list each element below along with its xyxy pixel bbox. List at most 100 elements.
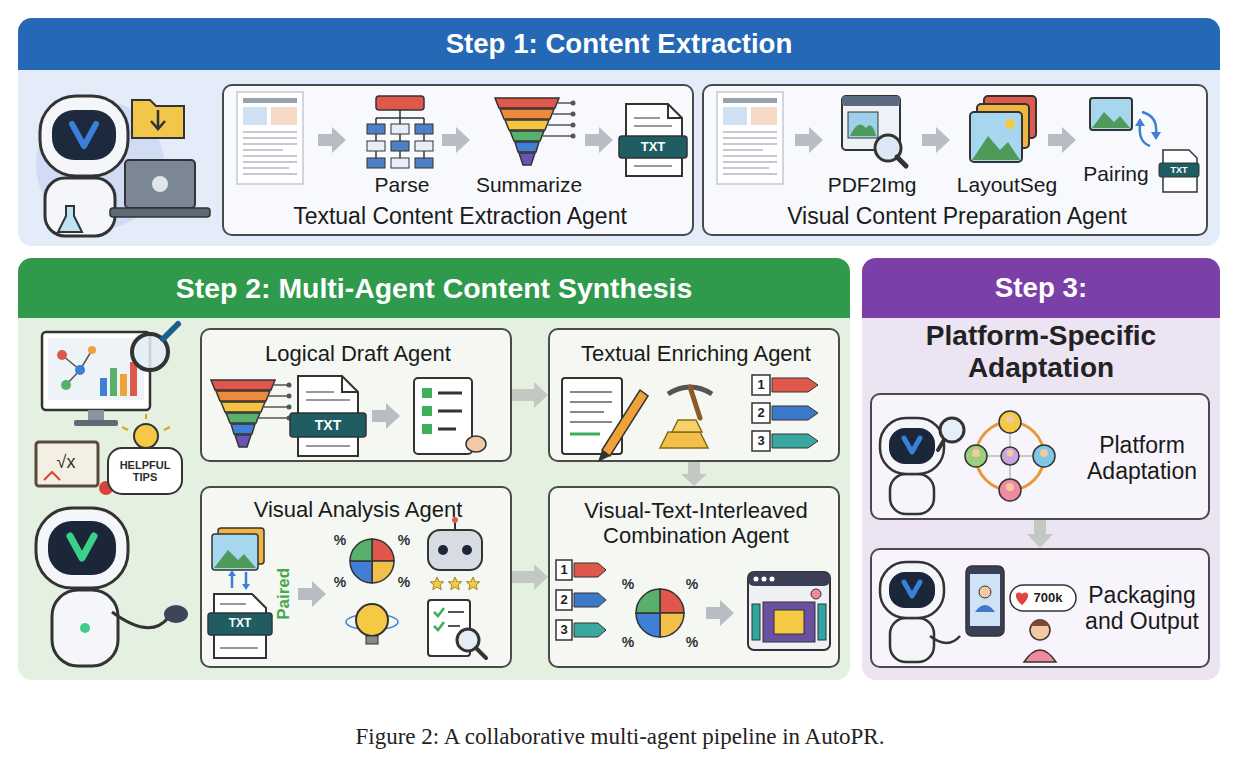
packaging-icons [1030, 620, 1050, 640]
text-extraction-icons [626, 104, 682, 176]
analyst-robot-with-tips [132, 334, 168, 370]
logical-draft-icons [466, 436, 486, 452]
icon-label: TXT [229, 617, 252, 631]
visual-preparation-icons [1048, 127, 1076, 153]
packaging-icons [970, 574, 1000, 626]
agent-box: Visual Analysis Agent [200, 486, 512, 668]
icon-label: 3 [560, 623, 567, 638]
packaging-icons [1030, 619, 1050, 626]
combination-icons [754, 577, 759, 582]
icon-label: % [686, 576, 698, 592]
text-extraction-icons [367, 158, 385, 168]
platform-adaptation-icons [890, 474, 934, 514]
visual-preparation-icons [1090, 98, 1132, 130]
robot-with-folder [45, 178, 115, 236]
visual-analysis-icons [231, 574, 234, 588]
analyst-robot-with-tips [74, 420, 118, 426]
platform-adaptation-icons [1006, 415, 1014, 423]
packaging-icons [880, 562, 1076, 662]
text-extraction-icons [442, 127, 470, 153]
textual-enriching-icons [752, 431, 770, 451]
combination-icons [556, 590, 572, 610]
visual-preparation-icons [1092, 112, 1130, 128]
icon-label: % [334, 532, 346, 548]
combination-icons [811, 589, 821, 599]
text-extraction-icons [415, 141, 433, 151]
analyst-robot-with-tips [134, 424, 158, 448]
icon-label: TXT [315, 417, 341, 433]
text-extraction-icons [367, 124, 385, 134]
flow-connector [512, 382, 548, 408]
platform-adaptation-icons [889, 428, 935, 464]
visual-analysis-icons [448, 577, 461, 590]
visual-preparation-icons [1159, 163, 1199, 177]
combination-icons [574, 563, 606, 577]
platform-adaptation-icons [972, 449, 980, 457]
text-extraction-icons [415, 158, 433, 168]
visual-preparation-icons [922, 127, 950, 153]
logical-draft-icons [306, 392, 350, 446]
logical-draft-icons [211, 380, 292, 447]
connector-line [512, 389, 534, 401]
combination-icons [748, 572, 830, 586]
icon-caption: Summarize [476, 173, 582, 197]
packaging-icons [979, 586, 991, 598]
textual-enriching-icons [570, 392, 612, 422]
robot-with-folder [110, 208, 210, 217]
visual-preparation-icons [842, 96, 900, 150]
platform-adaptation-icons [904, 438, 920, 452]
analyst-robot-with-tips [36, 442, 98, 486]
text-extraction-icons [376, 110, 424, 158]
analyst-robot-with-tips [164, 605, 188, 623]
packaging-icons [1016, 592, 1028, 605]
text-extraction-icons [668, 104, 682, 118]
analyst-robot-with-tips [112, 612, 168, 628]
text-extraction-icons [391, 158, 409, 168]
connector-line [1034, 520, 1046, 534]
flow-connector [681, 462, 707, 486]
analyst-robot-with-tips [36, 324, 188, 666]
combination-icons [774, 610, 804, 634]
packaging-icons [889, 572, 935, 608]
textual-enriching-icons [660, 432, 708, 448]
packaging-icons [975, 605, 995, 612]
visual-analysis-icons [372, 539, 394, 561]
analyst-robot-with-tips [48, 338, 144, 400]
visual-preparation-icons [875, 135, 901, 161]
text-extraction-icons [237, 92, 303, 184]
step-panel: Step 1: Content ExtractionParseSummarize… [18, 18, 1220, 246]
icon-caption: PDF2Img [828, 173, 917, 197]
packaging-icons [930, 636, 960, 643]
platform-adaptation-icons [1040, 449, 1048, 457]
analyst-robot-with-tips [70, 536, 94, 558]
text-extraction-icons [415, 124, 433, 134]
visual-preparation-icons [1142, 112, 1156, 134]
agent-box: ParseSummarizeTextual Content Extraction… [222, 84, 694, 236]
connector-line [688, 462, 700, 474]
platform-adaptation-icons [965, 445, 987, 467]
step-subtitle: Platform-Specific Adaptation [871, 320, 1211, 384]
icon-label: 2 [757, 406, 764, 421]
combination-icons [556, 560, 830, 650]
packaging-icons [966, 566, 1004, 636]
agent-box: Platform Adaptation [870, 393, 1210, 520]
icon-label: √x [57, 452, 76, 473]
icon-label: TXT [1171, 165, 1188, 175]
text-extraction-icons [391, 141, 409, 151]
analyst-robot-with-tips [48, 521, 116, 575]
analyst-robot-with-tips [52, 590, 118, 666]
visual-preparation-icons [717, 92, 1199, 192]
arrow-head [1027, 534, 1053, 548]
textual-enriching-icons [752, 375, 770, 395]
visual-analysis-icons [208, 613, 272, 635]
visual-analysis-icons [214, 550, 256, 568]
visual-preparation-icons [848, 112, 878, 138]
text-extraction-icons [585, 127, 613, 153]
visual-analysis-icons [462, 545, 472, 555]
visual-analysis-icons [454, 522, 456, 530]
combination-icons [636, 613, 660, 637]
platform-adaptation-icons [880, 418, 944, 474]
combination-icons [818, 604, 826, 640]
